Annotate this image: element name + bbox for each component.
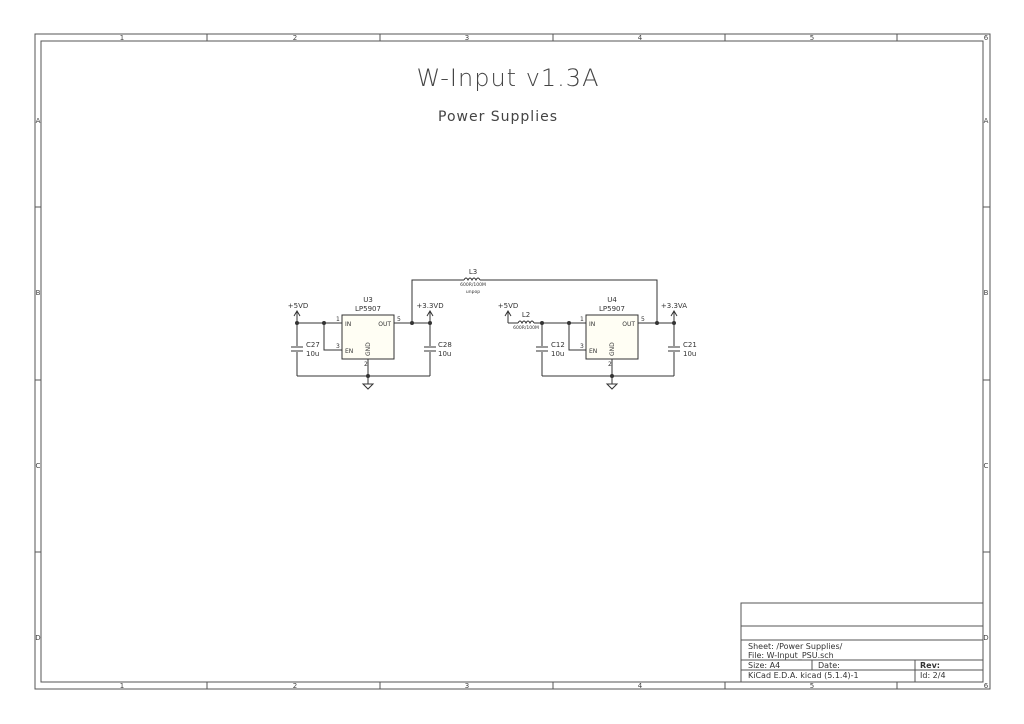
u3-pin-gnd: GND bbox=[365, 342, 372, 356]
col-label-5-top: 5 bbox=[810, 34, 814, 42]
l2-inductor-coil bbox=[517, 320, 535, 325]
u4-pin-gnd: GND bbox=[609, 342, 616, 356]
u3-pin-num-en: 3 bbox=[336, 343, 340, 350]
c12-ref: C12 bbox=[551, 341, 565, 349]
row-label-b-left: B bbox=[36, 289, 41, 297]
u4-pin-num-en: 3 bbox=[580, 343, 584, 350]
row-label-c-left: C bbox=[36, 462, 41, 470]
net-label-3v3vd: +3.3VD bbox=[416, 302, 443, 310]
u3-pin-en: EN bbox=[345, 348, 353, 355]
power-3v3vd-symbol bbox=[426, 310, 434, 323]
sheet-title: W-Input v1.3A bbox=[417, 64, 600, 92]
c27-ref: C27 bbox=[306, 341, 320, 349]
c27-value: 10u bbox=[306, 350, 319, 358]
inner-frame bbox=[40, 40, 984, 683]
u4-chip-body bbox=[585, 314, 639, 360]
title-block-tool: KiCad E.D.A. kicad (5.1.4)-1 bbox=[748, 671, 859, 680]
u3-pin-in: IN bbox=[345, 321, 351, 328]
sheet-subtitle: Power Supplies bbox=[438, 109, 558, 125]
title-block-size: Size: A4 bbox=[748, 661, 780, 670]
col-label-6-top: 6 bbox=[984, 34, 989, 42]
junction-dot bbox=[655, 321, 659, 325]
row-label-b-right: B bbox=[984, 289, 989, 297]
u4-pin-num-in: 1 bbox=[580, 316, 584, 323]
u4-pin-out: OUT bbox=[622, 321, 635, 328]
u3-pin-num-out: 5 bbox=[397, 316, 401, 323]
u3-pin-out: OUT bbox=[378, 321, 391, 328]
column-ticks bbox=[206, 34, 898, 689]
col-label-2-bottom: 2 bbox=[293, 682, 297, 690]
c12-value: 10u bbox=[551, 350, 564, 358]
u3-pin-num-gnd: 2 bbox=[364, 361, 368, 368]
u3-pin-num-in: 1 bbox=[336, 316, 340, 323]
row-label-c-right: C bbox=[984, 462, 989, 470]
l3-inductor-coil bbox=[463, 277, 481, 282]
l3-note: unpop bbox=[466, 290, 480, 295]
power-5vd-right-symbol bbox=[504, 310, 512, 323]
c21-ref: C21 bbox=[683, 341, 697, 349]
col-label-6-bottom: 6 bbox=[984, 682, 989, 690]
outer-frame bbox=[34, 33, 991, 690]
regulator-u4-section: +5VD L2 600R/100M C12 10u U4 LP5907 IN E… bbox=[498, 296, 697, 390]
c21-value: 10u bbox=[683, 350, 696, 358]
col-label-3-bottom: 3 bbox=[465, 682, 469, 690]
row-label-a-left: A bbox=[36, 117, 41, 125]
u4-ref: U4 bbox=[607, 296, 617, 304]
regulator-u3-section: +5VD C27 10u U3 LP5907 IN EN OUT GND 1 3… bbox=[288, 296, 452, 390]
row-label-d-right: D bbox=[983, 634, 988, 642]
col-label-1-top: 1 bbox=[120, 34, 124, 42]
net-label-5vd-right: +5VD bbox=[498, 302, 519, 310]
u4-pin-in: IN bbox=[589, 321, 595, 328]
u4-pin-num-out: 5 bbox=[641, 316, 645, 323]
title-block-sheet: Sheet: /Power Supplies/ bbox=[748, 642, 843, 651]
title-block-rev: Rev: bbox=[920, 661, 940, 670]
l3-ref: L3 bbox=[469, 268, 477, 276]
inductor-l3-section: L3 600R/100M unpop bbox=[411, 268, 658, 323]
title-block-id: Id: 2/4 bbox=[920, 671, 946, 680]
ground-symbol-right bbox=[605, 376, 619, 390]
l2-ref: L2 bbox=[522, 311, 530, 319]
u4-value: LP5907 bbox=[599, 305, 625, 313]
title-block-file: File: W-Input_PSU.sch bbox=[748, 651, 834, 660]
net-label-3v3va: +3.3VA bbox=[661, 302, 687, 310]
power-3v3va-symbol bbox=[670, 310, 678, 323]
row-label-d-left: D bbox=[35, 634, 40, 642]
c28-ref: C28 bbox=[438, 341, 452, 349]
col-label-1-bottom: 1 bbox=[120, 682, 124, 690]
ground-symbol-left bbox=[361, 376, 375, 390]
title-block: Sheet: /Power Supplies/ File: W-Input_PS… bbox=[740, 602, 984, 683]
col-label-3-top: 3 bbox=[465, 34, 469, 42]
col-label-2-top: 2 bbox=[293, 34, 297, 42]
u4-pin-en: EN bbox=[589, 348, 597, 355]
title-block-date: Date: bbox=[818, 661, 840, 670]
row-ticks bbox=[35, 206, 990, 553]
l3-value: 600R/100M bbox=[460, 282, 486, 288]
col-label-4-bottom: 4 bbox=[638, 682, 643, 690]
row-label-a-right: A bbox=[984, 117, 989, 125]
u3-ref: U3 bbox=[363, 296, 373, 304]
net-label-5vd-left: +5VD bbox=[288, 302, 309, 310]
c28-value: 10u bbox=[438, 350, 451, 358]
col-label-4-top: 4 bbox=[638, 34, 643, 42]
l2-value: 600R/100M bbox=[513, 325, 539, 331]
u3-value: LP5907 bbox=[355, 305, 381, 313]
u4-pin-num-gnd: 2 bbox=[608, 361, 612, 368]
col-label-5-bottom: 5 bbox=[810, 682, 814, 690]
